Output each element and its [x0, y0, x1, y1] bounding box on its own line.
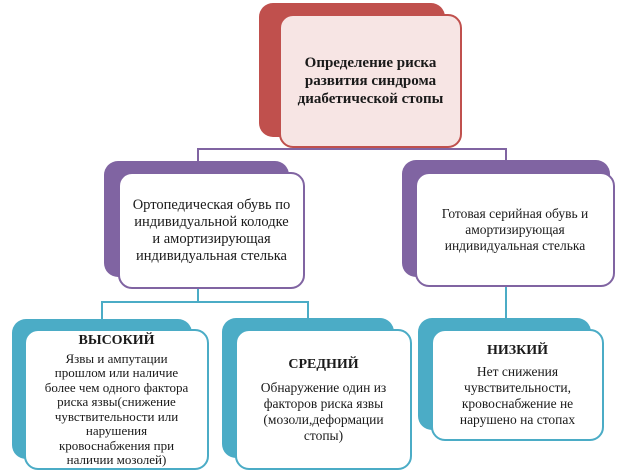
high-risk-line: наличии мозолей) [66, 452, 167, 467]
medium-risk-heading: СРЕДНИЙ [288, 356, 359, 372]
low-risk-line: нарушено на стопах [459, 412, 576, 427]
connector-orthopedic-to-risks [101, 277, 309, 319]
serial-footwear-line: Готовая серийная обувь и [441, 205, 589, 221]
orthopedic-footwear-line: Ортопедическая обувь по [132, 196, 291, 213]
high-risk-line: риска язвы(снижение [57, 394, 176, 409]
root-node-line: Определение риска [304, 55, 437, 71]
high-risk-line: прошлом или наличие [54, 365, 179, 380]
high-risk-line: более чем одного фактора [44, 379, 189, 395]
low-risk-heading: НИЗКИЙ [486, 343, 549, 358]
high-risk-node: ВЫСОКИЙ Язвы и ампутации прошлом или нал… [24, 329, 209, 470]
medium-risk-line: факторов риска язвы [263, 395, 384, 411]
medium-risk-node: СРЕДНИЙ Обнаружение один из факторов рис… [235, 329, 412, 470]
root-node: Определение риска развития синдрома диаб… [279, 14, 462, 148]
medium-risk-line: Обнаружение один из [260, 379, 387, 395]
low-risk-node: НИЗКИЙ Нет снижения чувствительности, кр… [431, 329, 604, 441]
low-risk-line: чувствительности, [464, 380, 571, 395]
low-risk-line: кровоснабжение не [461, 396, 574, 411]
orthopedic-footwear-line: индивидуальной колодке [134, 213, 289, 230]
serial-footwear-line: амортизирующая [465, 221, 565, 237]
medium-risk-line: стопы) [303, 427, 344, 443]
high-risk-line: чувствительности или [54, 408, 179, 424]
high-risk-line: нарушения [85, 423, 148, 438]
orthopedic-footwear-line: индивидуальная стелька [136, 247, 287, 264]
serial-footwear-line: индивидуальная стелька [444, 237, 586, 253]
root-node-line: диабетической стопы [297, 91, 444, 107]
high-risk-line: Язвы и ампутации [65, 350, 168, 366]
serial-footwear-node: Готовая серийная обувь и амортизирующая … [415, 172, 615, 287]
orthopedic-footwear-node: Ортопедическая обувь по индивидуальной к… [118, 172, 305, 289]
high-risk-line: кровоснабжения при [58, 437, 175, 453]
high-risk-heading: ВЫСОКИЙ [78, 332, 155, 348]
medium-risk-line: (мозоли,деформации [263, 411, 384, 427]
root-node-line: развития синдрома [304, 73, 437, 89]
orthopedic-footwear-line: и амортизирующая [152, 230, 271, 247]
low-risk-line: Нет снижения [476, 364, 559, 379]
